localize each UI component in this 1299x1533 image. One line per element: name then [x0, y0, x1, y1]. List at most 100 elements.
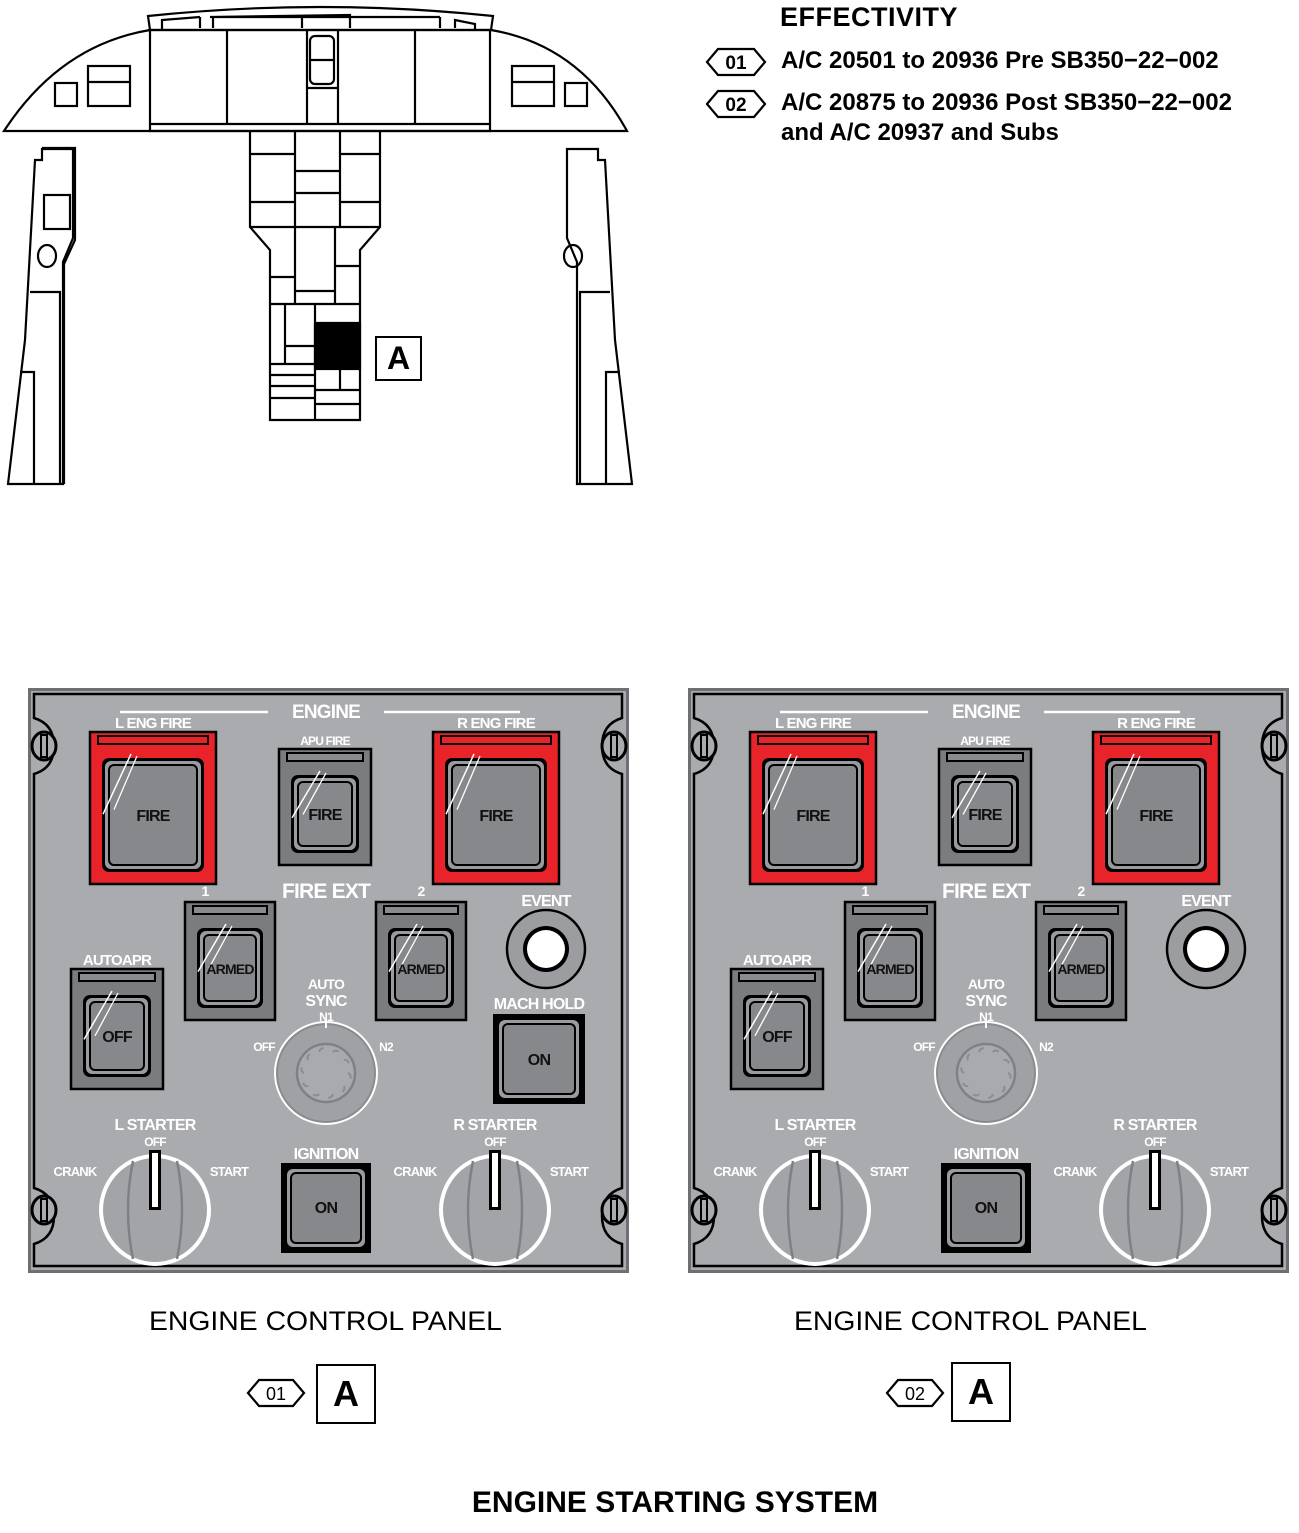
auto-sync-selector-knob[interactable]	[934, 1021, 1038, 1125]
l-eng-fire-switch[interactable]: FIRE	[748, 730, 878, 886]
l-starter-crank-position-label: CRANK	[714, 1164, 758, 1179]
ignition-label: IGNITION	[294, 1146, 359, 1163]
button-legend: FIRE	[479, 808, 513, 825]
panel-screw-icon	[30, 1194, 58, 1226]
fire-ext-1-label: 1	[202, 883, 210, 899]
auto-sync-off-position-label: OFF	[913, 1040, 935, 1054]
engine-control-panel-02: ENGINE FIRE L ENG FIRE FIRE APU FIRE FIRE R EN…	[688, 688, 1289, 1273]
r-starter-selector-knob[interactable]	[1099, 1150, 1211, 1266]
autoapr-label: AUTOAPR	[83, 952, 152, 969]
effectivity-hex-badge-icon: 02	[705, 89, 767, 118]
button-legend: FIRE	[968, 807, 1002, 824]
fire-ext-1-label: 1	[862, 883, 870, 899]
apu-fire-label: APU FIRE	[300, 734, 350, 748]
panel-screw-icon	[30, 730, 58, 762]
glareshield-outline	[1, 5, 629, 133]
l-eng-fire-label: L ENG FIRE	[775, 715, 852, 732]
l-starter-start-position-label: START	[210, 1164, 249, 1179]
view-ref-a: A	[951, 1362, 1011, 1422]
r-starter-off-position-label: OFF	[484, 1135, 506, 1149]
mach-hold-on-switch[interactable]: ON	[493, 1014, 585, 1104]
button-legend: FIRE	[796, 808, 830, 825]
event-label: EVENT	[1181, 893, 1231, 910]
mach-hold-label: MACH HOLD	[494, 996, 585, 1013]
apu-fire-switch[interactable]: FIRE	[277, 747, 373, 867]
l-eng-fire-label: L ENG FIRE	[115, 715, 192, 732]
fire-ext-2-armed-switch[interactable]: ARMED	[374, 900, 468, 1022]
button-legend: ON	[975, 1200, 998, 1217]
button-legend: FIRE	[1139, 808, 1173, 825]
panel-caption-02: ENGINE CONTROL PANEL	[794, 1306, 1147, 1336]
r-eng-fire-label: R ENG FIRE	[457, 715, 536, 732]
n1-position-label: N1	[979, 1010, 994, 1024]
effectivity-code: 01	[725, 53, 747, 74]
r-starter-crank-position-label: CRANK	[394, 1164, 438, 1179]
cockpit-locator-diagram	[1, 5, 634, 490]
l-starter-selector-knob[interactable]	[99, 1150, 211, 1266]
fire-ext-2-label: 2	[1078, 883, 1086, 899]
autoapr-off-switch[interactable]: OFF	[69, 967, 165, 1091]
view-ref-a: A	[316, 1364, 376, 1424]
engine-heading: ENGINE	[292, 702, 360, 723]
r-eng-fire-label: R ENG FIRE	[1117, 715, 1196, 732]
l-starter-label: L STARTER	[114, 1117, 196, 1134]
l-starter-label: L STARTER	[774, 1117, 856, 1134]
button-legend: FIRE	[136, 808, 170, 825]
ignition-on-switch[interactable]: ON	[941, 1163, 1031, 1253]
r-starter-crank-position-label: CRANK	[1054, 1164, 1098, 1179]
effectivity-text: A/C 20501 to 20936 Pre SB350−22−002	[781, 47, 1219, 74]
apu-fire-label: APU FIRE	[960, 734, 1010, 748]
fire-ext-1-armed-switch[interactable]: ARMED	[183, 900, 277, 1022]
effectivity-text-line2: and A/C 20937 and Subs	[781, 119, 1059, 146]
fire-ext-2-label: 2	[418, 883, 426, 899]
r-starter-selector-knob[interactable]	[439, 1150, 551, 1266]
r-starter-start-position-label: START	[550, 1164, 589, 1179]
effectivity-hex-badge-icon: 01	[705, 47, 767, 76]
fire-ext-2-armed-switch[interactable]: ARMED	[1034, 900, 1128, 1022]
button-legend: FIRE	[308, 807, 342, 824]
event-button[interactable]	[505, 908, 587, 990]
effectivity-hex-badge-icon: 01	[246, 1378, 306, 1408]
r-starter-start-position-label: START	[1210, 1164, 1249, 1179]
n2-position-label: N2	[379, 1040, 394, 1054]
button-legend: ARMED	[866, 961, 914, 977]
effectivity-code: 01	[266, 1384, 286, 1404]
panel-screw-icon	[690, 1194, 718, 1226]
r-eng-fire-switch[interactable]: FIRE	[431, 730, 561, 886]
event-button[interactable]	[1165, 908, 1247, 990]
button-legend: ARMED	[206, 961, 254, 977]
button-legend: ON	[528, 1052, 551, 1069]
fire-ext-heading: FIRE EXT	[282, 880, 371, 903]
effectivity-item-02: 02 A/C 20875 to 20936 Post SB350−22−002 …	[705, 88, 1232, 146]
autoapr-label: AUTOAPR	[743, 952, 812, 969]
n2-position-label: N2	[1039, 1040, 1054, 1054]
r-eng-fire-switch[interactable]: FIRE	[1091, 730, 1221, 886]
l-eng-fire-switch[interactable]: FIRE	[88, 730, 218, 886]
effectivity-text: A/C 20875 to 20936 Post SB350−22−002	[781, 89, 1232, 116]
fire-ext-1-armed-switch[interactable]: ARMED	[843, 900, 937, 1022]
r-starter-label: R STARTER	[453, 1117, 537, 1134]
effectivity-title: EFFECTIVITY	[780, 2, 959, 32]
apu-fire-switch[interactable]: FIRE	[937, 747, 1033, 867]
engine-control-panel-location	[313, 322, 362, 371]
l-starter-off-position-label: OFF	[144, 1135, 166, 1149]
r-starter-off-position-label: OFF	[1144, 1135, 1166, 1149]
auto-sync-selector-knob[interactable]	[274, 1021, 378, 1125]
effectivity-code: 02	[725, 95, 746, 116]
l-starter-selector-knob[interactable]	[759, 1150, 871, 1266]
panel-screw-icon	[1260, 1194, 1288, 1226]
r-starter-label: R STARTER	[1113, 1117, 1197, 1134]
figure-title: ENGINE STARTING SYSTEM	[471, 1486, 879, 1519]
autoapr-off-switch[interactable]: OFF	[729, 967, 825, 1091]
locator-callout-a: A	[375, 336, 422, 381]
ignition-label: IGNITION	[954, 1146, 1019, 1163]
engine-heading: ENGINE	[952, 702, 1020, 723]
event-label: EVENT	[521, 893, 571, 910]
auto-sync-label-2: SYNC	[305, 993, 347, 1010]
l-starter-crank-position-label: CRANK	[54, 1164, 98, 1179]
auto-sync-label-2: SYNC	[965, 993, 1007, 1010]
effectivity-code: 02	[905, 1384, 925, 1404]
ignition-on-switch[interactable]: ON	[281, 1163, 371, 1253]
auto-sync-label: AUTO	[308, 976, 345, 992]
fire-ext-heading: FIRE EXT	[942, 880, 1031, 903]
